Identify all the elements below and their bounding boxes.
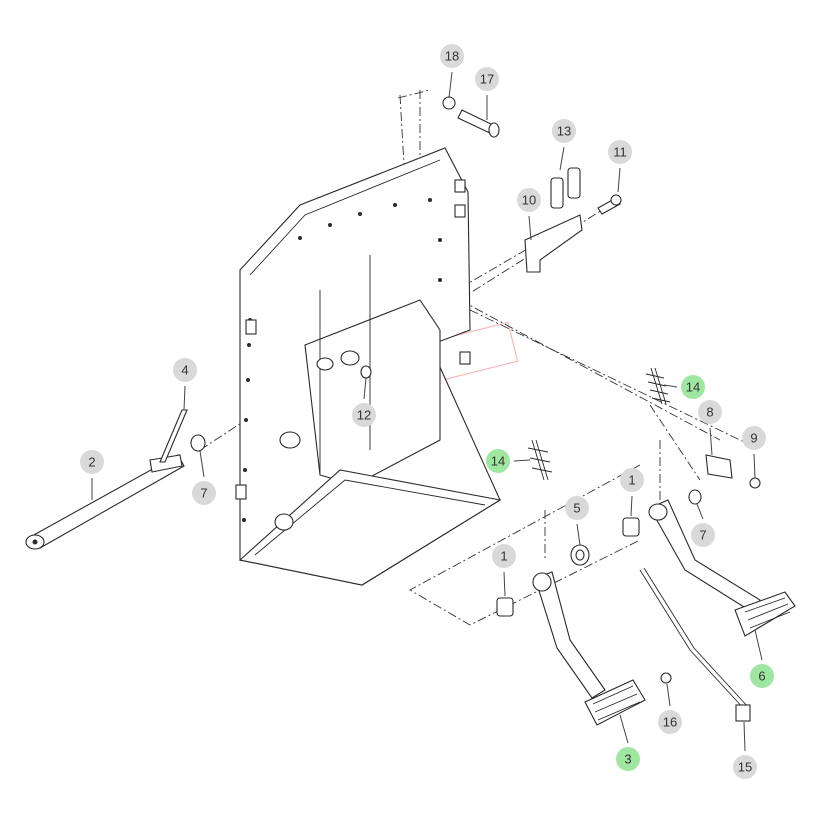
callout-bubble-12 xyxy=(352,403,376,427)
callout-bubble-8 xyxy=(698,400,722,424)
bolt-part-9 xyxy=(749,477,761,489)
callout-bubble-1 xyxy=(620,468,644,492)
callout-leader-4 xyxy=(183,385,186,411)
callout-label-10: 10 xyxy=(522,193,536,208)
callout-label-12: 12 xyxy=(357,408,371,423)
callout-bubble-9 xyxy=(742,426,766,450)
callout-leader-10 xyxy=(528,215,532,241)
callout-label-1: 1 xyxy=(500,549,507,564)
spring-part-12 xyxy=(360,365,372,379)
pedal-shaft xyxy=(25,454,185,550)
callout-leader-13 xyxy=(559,146,565,171)
callout-leader-7 xyxy=(199,450,205,478)
callout-bubble-2 xyxy=(80,450,104,474)
callout-leader-8 xyxy=(709,427,713,456)
bracket-part-8 xyxy=(705,454,733,479)
snap-ring-right xyxy=(688,489,702,505)
callout-leader-3 xyxy=(619,714,629,744)
washer-part-5 xyxy=(570,544,590,566)
callout-label-2: 2 xyxy=(88,455,95,470)
callout-bubble-17 xyxy=(475,67,499,91)
callout-leader-15 xyxy=(743,721,746,752)
callout-leader-9 xyxy=(753,453,756,479)
callout-label-1: 1 xyxy=(628,473,635,488)
callout-leader-18 xyxy=(448,71,453,99)
callout-label-11: 11 xyxy=(613,145,627,160)
pedal-part-6 xyxy=(648,499,796,637)
callout-label-17: 17 xyxy=(480,72,494,87)
return-spring-right xyxy=(645,367,671,405)
callout-label-8: 8 xyxy=(706,405,713,420)
callout-bubble-1 xyxy=(492,544,516,568)
callout-bubble-14 xyxy=(681,375,705,399)
callout-bubble-11 xyxy=(608,140,632,164)
callout-leader-1 xyxy=(503,571,506,597)
callout-label-14: 14 xyxy=(491,454,505,469)
snap-ring-left xyxy=(190,434,206,452)
callout-leader-11 xyxy=(617,167,621,193)
callout-bubble-18 xyxy=(440,44,464,68)
callout-bubble-13 xyxy=(552,119,576,143)
callout-bubble-7 xyxy=(691,523,715,547)
callout-leader-7 xyxy=(696,503,704,520)
callout-label-9: 9 xyxy=(750,431,757,446)
callout-bubble-15 xyxy=(733,755,757,779)
nut-part-18 xyxy=(442,96,456,110)
pedal-part-3 xyxy=(532,571,646,726)
callout-bubble-4 xyxy=(173,358,197,382)
callout-label-5: 5 xyxy=(573,501,580,516)
callout-bubble-16 xyxy=(658,710,682,734)
callout-bubble-7 xyxy=(192,481,216,505)
return-spring-left xyxy=(527,439,553,481)
switch-assembly xyxy=(524,167,622,273)
callout-label-13: 13 xyxy=(557,124,571,139)
callout-label-15: 15 xyxy=(738,760,752,775)
bolt-part-16 xyxy=(660,672,672,684)
callout-leader-6 xyxy=(754,629,763,661)
callout-label-18: 18 xyxy=(445,49,459,64)
callout-leader-16 xyxy=(666,683,671,707)
bolt-part-17 xyxy=(457,109,500,138)
callout-label-14: 14 xyxy=(686,380,700,395)
callout-bubble-5 xyxy=(565,496,589,520)
callout-label-3: 3 xyxy=(624,752,631,767)
callout-label-4: 4 xyxy=(181,363,188,378)
callout-leader-14 xyxy=(513,459,531,462)
callout-label-16: 16 xyxy=(663,715,677,730)
pedal-bracket-plate xyxy=(235,147,502,586)
pin-part-4 xyxy=(159,409,188,463)
callout-label-7: 7 xyxy=(699,528,706,543)
callout-leader-12 xyxy=(363,377,367,400)
callout-bubble-14 xyxy=(486,449,510,473)
callout-leader-1 xyxy=(630,495,633,517)
linkage-rod-part-15 xyxy=(639,567,751,722)
bushing-upper xyxy=(622,517,640,537)
callout-label-6: 6 xyxy=(758,669,765,684)
bushing-lower xyxy=(496,597,514,617)
callout-leader-5 xyxy=(576,523,581,546)
callout-bubble-6 xyxy=(750,664,774,688)
callout-bubble-10 xyxy=(517,188,541,212)
callout-bubble-3 xyxy=(616,747,640,771)
callout-label-7: 7 xyxy=(200,486,207,501)
callout-leader-14 xyxy=(663,384,678,388)
